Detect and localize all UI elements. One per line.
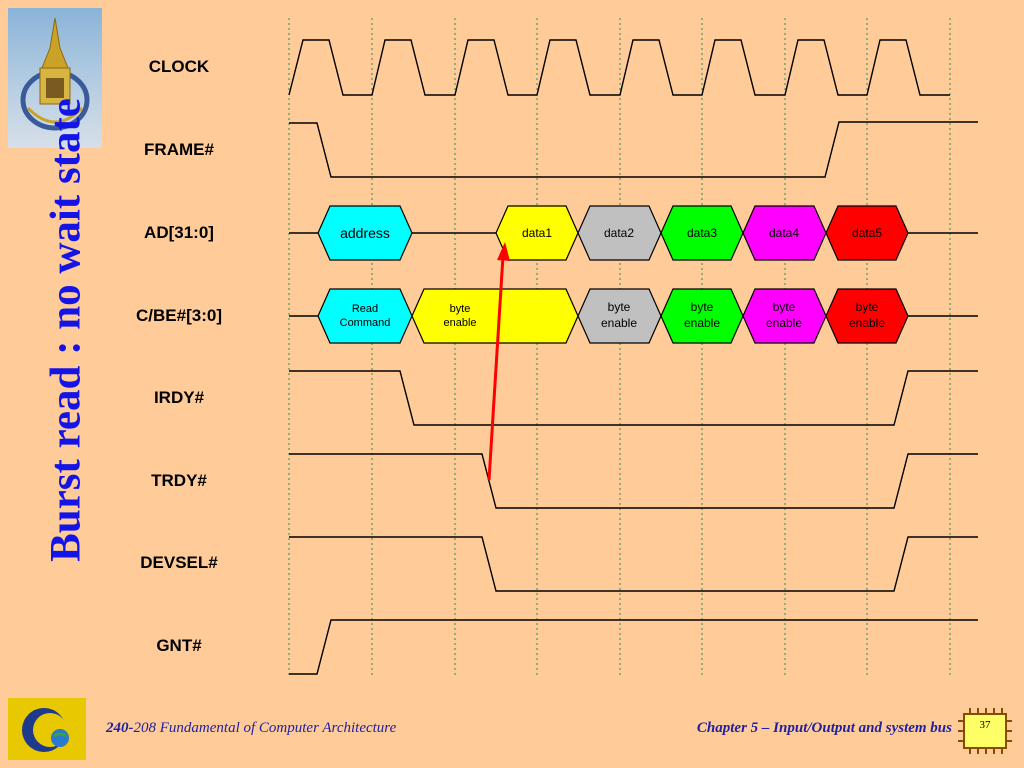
cbe-phase-byte-enable-2-line1: byte xyxy=(608,300,631,314)
wave-clock xyxy=(288,39,950,96)
ad-phase-address-label: address xyxy=(340,225,390,241)
footer-course: 240-208 Fundamental of Computer Architec… xyxy=(106,720,396,737)
cbe-bus: Read Command byte enable byte enable byt… xyxy=(317,288,909,344)
ad-phase-data3-label: data3 xyxy=(687,226,717,240)
page-number: 37 xyxy=(979,719,991,731)
ad-phase-data2-label: data2 xyxy=(604,226,634,240)
signal-label-cbe: C/BE#[3:0] xyxy=(136,306,222,325)
cbe-phase-command xyxy=(317,288,413,344)
wave-irdy xyxy=(289,370,978,426)
signal-label-ad: AD[31:0] xyxy=(144,223,214,242)
chip-icon xyxy=(958,706,1012,756)
cbe-phase-byte-enable-4-line2: enable xyxy=(766,316,802,330)
wave-devsel xyxy=(289,536,978,592)
wave-gnt xyxy=(289,619,978,675)
signal-label-irdy: IRDY# xyxy=(153,388,205,407)
ad-phase-data5-label: data5 xyxy=(852,226,882,240)
wave-trdy xyxy=(289,453,978,509)
cbe-phase-byte-enable-2-line2: enable xyxy=(601,316,637,330)
signal-label-gnt: GNT# xyxy=(156,636,202,655)
ad-phase-data4-label: data4 xyxy=(769,226,799,240)
cbe-phase-byte-enable-3-line1: byte xyxy=(691,300,714,314)
cbe-phase-command-line1: Read xyxy=(352,303,378,315)
signal-label-trdy: TRDY# xyxy=(151,471,207,490)
footer-logo-icon xyxy=(8,698,86,760)
clock-gridlines xyxy=(288,18,951,676)
signal-label-frame: FRAME# xyxy=(144,140,214,159)
ad-phase-data5 xyxy=(825,205,909,261)
cbe-phase-command-line2: Command xyxy=(340,317,391,329)
wave-frame xyxy=(289,121,978,178)
footer-course-title: 208 Fundamental of Computer Architecture xyxy=(133,720,397,736)
trdy-to-data1-arrow xyxy=(487,242,510,481)
signal-label-devsel: DEVSEL# xyxy=(140,553,218,572)
cbe-phase-byte-enable-1-line2: enable xyxy=(443,317,476,329)
cbe-phase-byte-enable-3-line2: enable xyxy=(684,316,720,330)
cbe-phase-byte-enable-5 xyxy=(825,288,909,344)
ad-bus: address data1 data2 data3 data4 data5 xyxy=(317,205,909,261)
ad-phase-address xyxy=(317,205,413,261)
cbe-phase-byte-enable-1 xyxy=(411,288,579,344)
ad-phase-data1-label: data1 xyxy=(522,226,552,240)
logo-emblem-icon xyxy=(8,8,102,148)
cbe-phase-byte-enable-5-line1: byte xyxy=(856,300,879,314)
cbe-phase-byte-enable-1-line1: byte xyxy=(450,303,471,315)
signal-label-clock: CLOCK xyxy=(148,57,210,76)
cbe-phase-byte-enable-5-line2: enable xyxy=(849,316,885,330)
waveforms xyxy=(288,39,978,675)
footer-course-number: 240- xyxy=(106,720,134,736)
cbe-phase-byte-enable-4-line1: byte xyxy=(773,300,796,314)
footer-chapter: Chapter 5 – Input/Output and system bus xyxy=(696,720,952,736)
